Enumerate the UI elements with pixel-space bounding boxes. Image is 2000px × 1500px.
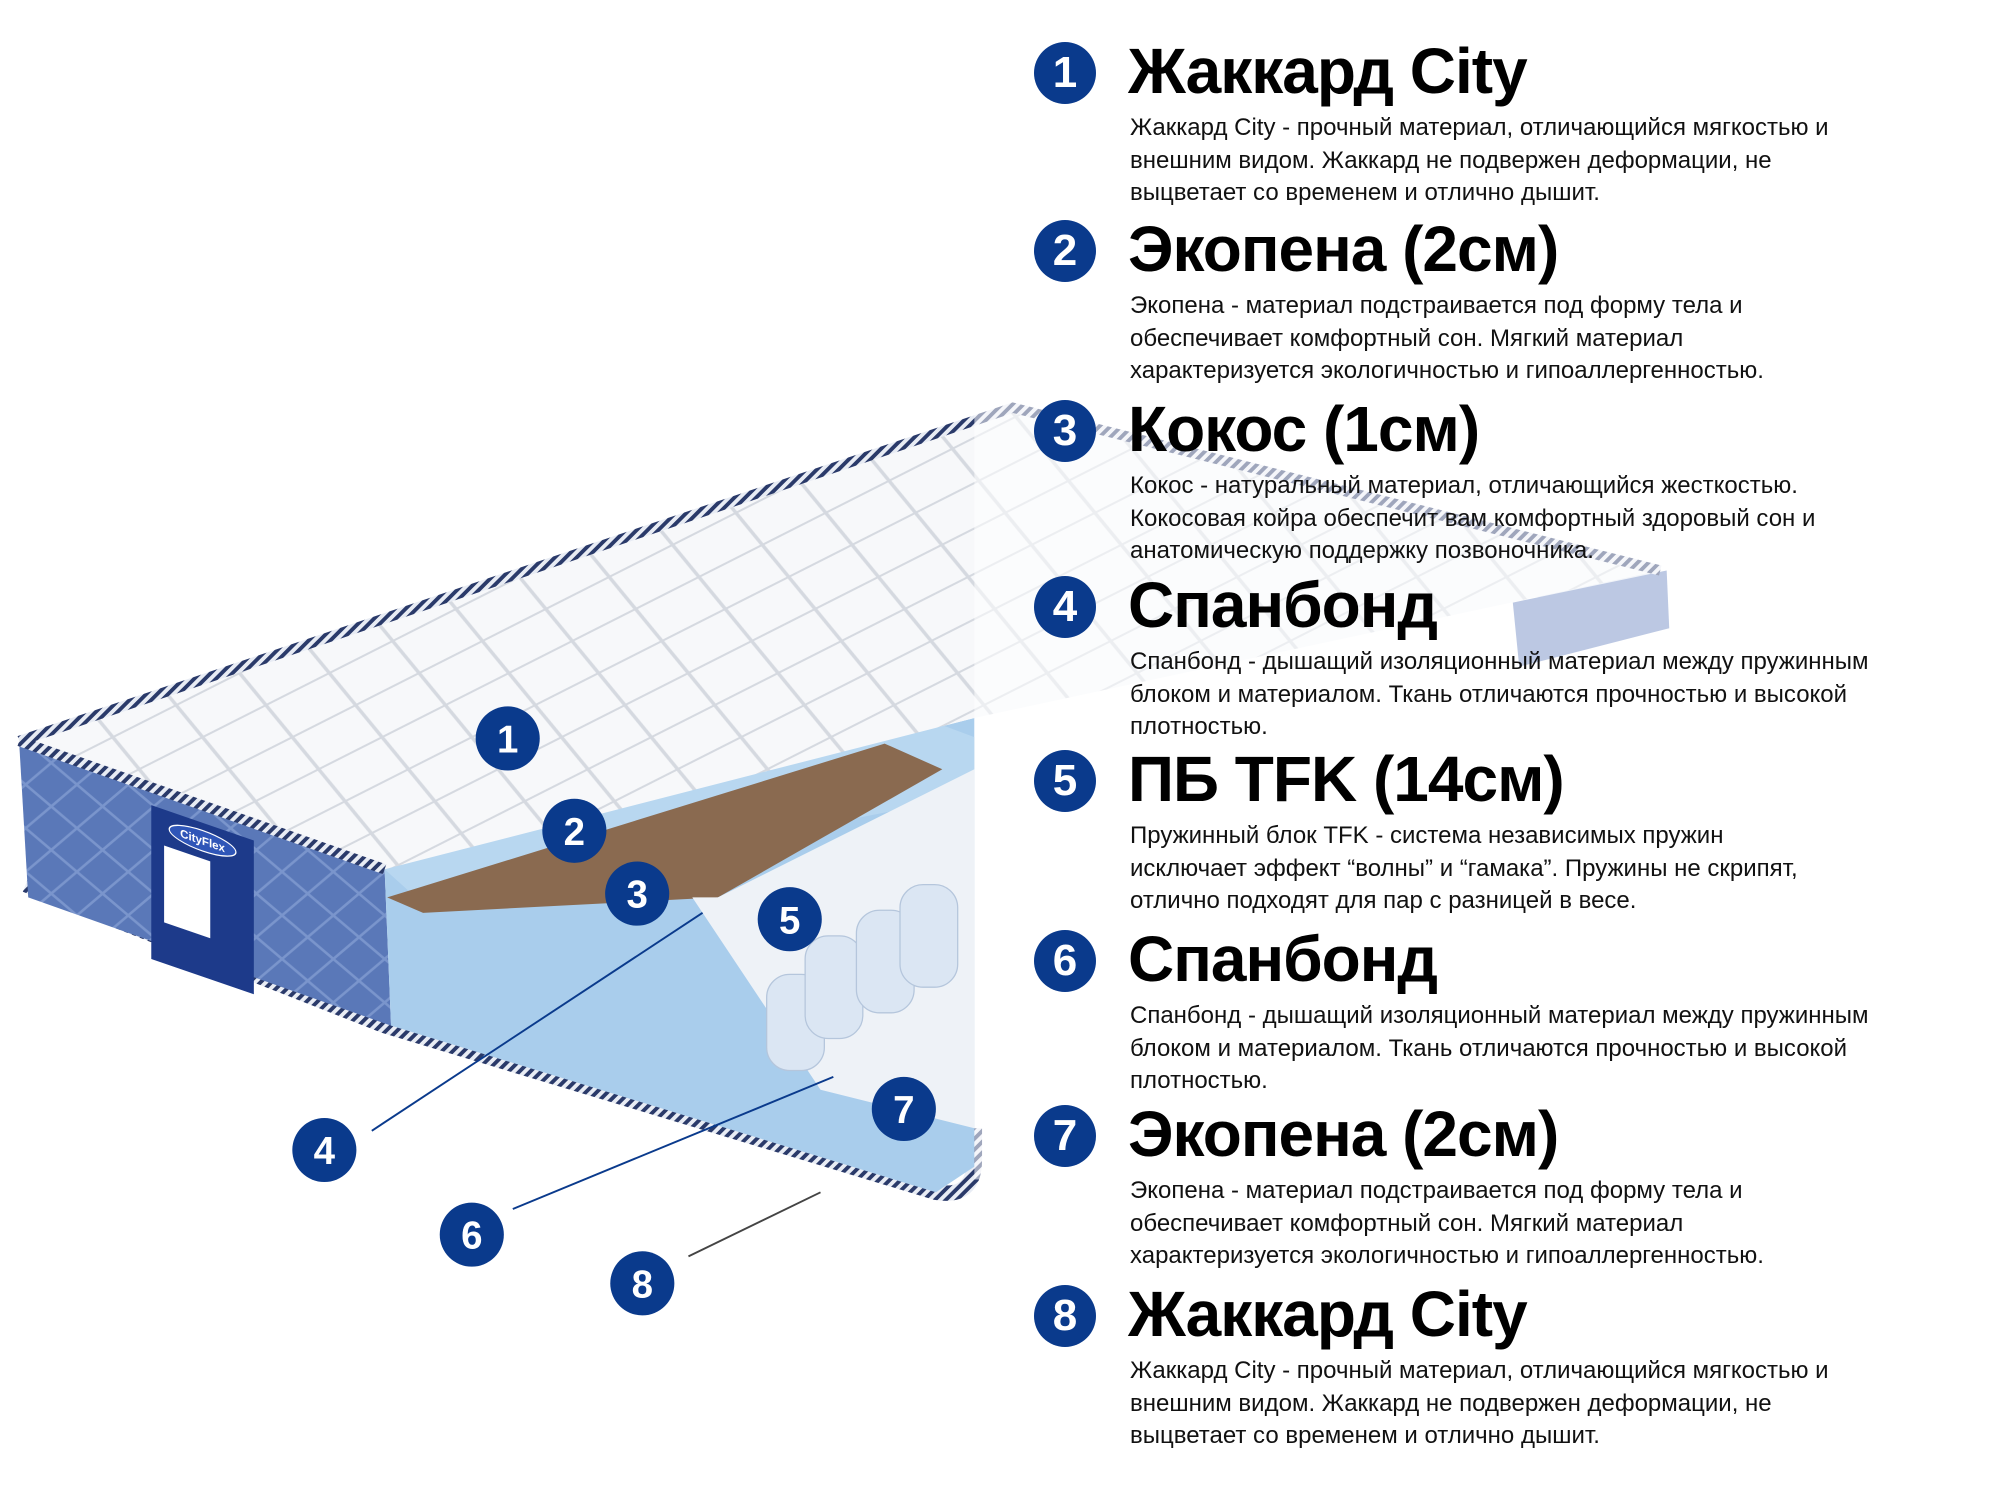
svg-text:2: 2 bbox=[564, 811, 585, 854]
layer-title: Спанбонд bbox=[1128, 569, 1438, 641]
svg-text:1: 1 bbox=[497, 719, 518, 762]
description-line: выцветает со временем и отлично дышит. bbox=[1130, 179, 1600, 206]
leader-lines bbox=[371, 912, 834, 1258]
svg-text:6: 6 bbox=[461, 1215, 482, 1258]
layer-description: Экопена - материал подстраивается под фо… bbox=[1130, 1175, 1764, 1273]
description-line: обеспечивает комфортный сон. Мягкий мате… bbox=[1130, 1209, 1684, 1237]
marker-4: 4 bbox=[292, 1117, 357, 1183]
mattress-label: CityFlex bbox=[151, 805, 254, 995]
marker-3: 3 bbox=[605, 861, 670, 926]
description-line: характеризуется экологичностью и гипоалл… bbox=[1130, 357, 1764, 384]
layer-number-badge: 3 bbox=[1034, 400, 1096, 462]
layer-number-badge: 2 bbox=[1034, 220, 1096, 282]
marker-5: 5 bbox=[757, 887, 822, 952]
layer-number-badge: 6 bbox=[1034, 930, 1096, 992]
marker-8: 8 bbox=[610, 1251, 675, 1316]
svg-text:3: 3 bbox=[626, 874, 647, 917]
svg-text:4: 4 bbox=[314, 1130, 336, 1173]
svg-text:5: 5 bbox=[779, 899, 800, 942]
description-line: анатомическую поддержку позвоночника. bbox=[1130, 537, 1594, 564]
description-line: Экопена - материал подстраивается под фо… bbox=[1130, 1177, 1743, 1204]
description-line: выцветает со временем и отлично дышит. bbox=[1130, 1422, 1600, 1449]
description-line: характеризуется экологичностью и гипоалл… bbox=[1130, 1242, 1764, 1269]
layer-description: Спанбонд - дышащий изоляционный материал… bbox=[1130, 646, 1869, 744]
layer-title: Жаккард City bbox=[1128, 35, 1528, 107]
description-line: блоком и материалом. Ткань отличаются пр… bbox=[1130, 680, 1848, 708]
description-line: Кокосовая койра обеспечит вам комфортный… bbox=[1130, 504, 1816, 532]
description-line: Жаккард City - прочный материал, отличаю… bbox=[1130, 114, 1829, 141]
layer-description: Кокос - натуральный материал, отличающий… bbox=[1130, 470, 1815, 568]
description-line: внешним видом. Жаккард не подвержен дефо… bbox=[1130, 1389, 1772, 1417]
layer-title: Жаккард City bbox=[1128, 1278, 1528, 1350]
marker-7: 7 bbox=[871, 1076, 936, 1142]
description-line: Пружинный блок TFK - система независимых… bbox=[1130, 822, 1724, 849]
layer-title: Кокос (1см) bbox=[1128, 393, 1480, 465]
marker-1: 1 bbox=[475, 706, 540, 771]
layer-number-badge: 7 bbox=[1034, 1105, 1096, 1167]
description-line: Жаккард City - прочный материал, отличаю… bbox=[1130, 1357, 1829, 1384]
description-line: исключает эффект “волны” и “гамака”. Пру… bbox=[1130, 854, 1798, 882]
description-line: Спанбонд - дышащий изоляционный материал… bbox=[1130, 1002, 1869, 1029]
description-line: блоком и материалом. Ткань отличаются пр… bbox=[1130, 1034, 1848, 1062]
description-line: плотностью. bbox=[1130, 713, 1268, 740]
layer-number-badge: 1 bbox=[1034, 42, 1096, 104]
description-line: Спанбонд - дышащий изоляционный материал… bbox=[1130, 648, 1869, 675]
layer-title: Экопена (2см) bbox=[1128, 1098, 1559, 1170]
svg-text:7: 7 bbox=[893, 1089, 914, 1132]
front-piping bbox=[17, 736, 387, 875]
layer-description: Спанбонд - дышащий изоляционный материал… bbox=[1130, 1000, 1869, 1098]
layer-title: Экопена (2см) bbox=[1128, 213, 1559, 285]
description-line: внешним видом. Жаккард не подвержен дефо… bbox=[1130, 146, 1772, 174]
description-line: плотностью. bbox=[1130, 1067, 1268, 1094]
layer-title: ПБ TFK (14см) bbox=[1128, 743, 1565, 815]
layer-number-badge: 8 bbox=[1034, 1285, 1096, 1347]
svg-text:8: 8 bbox=[632, 1263, 653, 1306]
marker-6: 6 bbox=[439, 1202, 504, 1267]
description-line: обеспечивает комфортный сон. Мягкий мате… bbox=[1130, 324, 1684, 352]
layer-number-badge: 4 bbox=[1034, 576, 1096, 638]
springs bbox=[766, 883, 959, 1072]
layer-description: Пружинный блок TFK - система независимых… bbox=[1130, 820, 1798, 918]
layer-number-badge: 5 bbox=[1034, 750, 1096, 812]
layer-description: Экопена - материал подстраивается под фо… bbox=[1130, 290, 1764, 388]
description-line: Экопена - материал подстраивается под фо… bbox=[1130, 292, 1743, 319]
description-line: отлично подходят для пар с разницей в ве… bbox=[1130, 887, 1637, 914]
layer-description: Жаккард City - прочный материал, отличаю… bbox=[1130, 112, 1829, 210]
coconut-layer bbox=[387, 743, 943, 913]
layer-description: Жаккард City - прочный материал, отличаю… bbox=[1130, 1355, 1829, 1453]
description-line: Кокос - натуральный материал, отличающий… bbox=[1130, 472, 1798, 499]
marker-2: 2 bbox=[542, 798, 607, 863]
layer-title: Спанбонд bbox=[1128, 923, 1438, 995]
